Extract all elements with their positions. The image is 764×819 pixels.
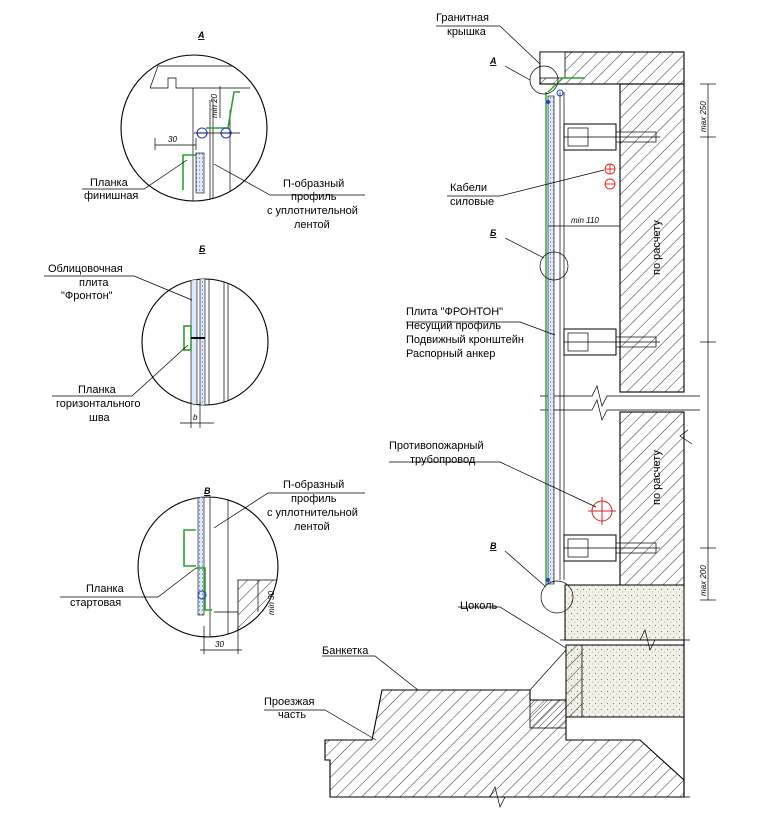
- label-cables-2: силовые: [450, 196, 494, 208]
- label-granite-1: Гранитная: [436, 12, 489, 24]
- dim-max200: max 200: [699, 565, 708, 596]
- label-calc-1: по расчету: [651, 220, 663, 275]
- label-slab-3: "Фронтон": [61, 290, 113, 302]
- fire-pipeline: [588, 497, 616, 525]
- label-carrier: Несущий профиль: [406, 320, 501, 332]
- detail-v: В 30 min 30 П-образный профиль с уплотни…: [60, 479, 365, 654]
- detail-b: Б b Облицовочная плита "Фронтон" Планка …: [44, 244, 269, 428]
- detail-v-dim-30: 30: [215, 640, 224, 649]
- label-a-profile-3: с уплотнительной: [267, 205, 358, 217]
- label-cables-1: Кабели: [450, 182, 487, 194]
- detail-b-dim-b: b: [193, 413, 198, 422]
- label-plinth: Цоколь: [460, 600, 497, 612]
- label-slab-2: плита: [79, 277, 109, 289]
- main-callout-b: Б: [490, 228, 497, 238]
- label-calc-2: по расчету: [651, 450, 663, 505]
- bracket-bottom: [563, 534, 660, 562]
- label-v-profile-1: П-образный: [283, 479, 344, 491]
- dim-max250: max 250: [699, 101, 708, 132]
- label-start-1: Планка: [86, 583, 125, 595]
- detail-a-dim-min20: min 20: [210, 93, 219, 118]
- dim-min110: min 110: [571, 216, 599, 225]
- label-a-profile-2: профиль: [291, 191, 337, 203]
- label-hstrip-1: Планка: [78, 384, 117, 396]
- label-fire-1: Противопожарный: [389, 440, 484, 452]
- main-section: А Б В min 110 max 250 max 200 по расчету…: [264, 12, 716, 809]
- main-callout-v: В: [490, 541, 497, 551]
- label-granite-2: крышка: [447, 26, 487, 38]
- label-strip-finish-2: финишная: [84, 190, 138, 202]
- label-a-profile-1: П-образный: [283, 178, 344, 190]
- label-v-profile-2: профиль: [291, 493, 337, 505]
- power-cables: [604, 163, 616, 190]
- label-a-profile-4: лентой: [294, 219, 330, 231]
- detail-a-callout: А: [197, 30, 205, 40]
- label-anchor: Распорный анкер: [406, 348, 495, 360]
- main-callout-a: А: [489, 56, 497, 66]
- detail-a-dim-30: 30: [168, 135, 177, 144]
- label-fire-2: трубопровод: [410, 454, 476, 466]
- label-strip-finish-1: Планка: [90, 177, 129, 189]
- label-start-2: стартовая: [70, 597, 121, 609]
- label-v-profile-3: с уплотнительной: [267, 507, 358, 519]
- label-road-2: часть: [278, 709, 306, 721]
- bracket-mid: [563, 328, 660, 356]
- label-frontone: Плита "ФРОНТОН": [406, 306, 503, 318]
- detail-v-callout: В: [204, 486, 211, 496]
- label-v-profile-4: лентой: [294, 521, 330, 533]
- bracket-top: [563, 123, 660, 151]
- detail-v-dim-min30: min 30: [267, 590, 276, 615]
- label-slab-1: Облицовочная: [48, 263, 123, 275]
- label-road-1: Проезжая: [264, 696, 315, 708]
- label-hstrip-2: горизонтального: [56, 398, 141, 410]
- detail-a: А: [82, 30, 365, 231]
- label-bracket: Подвижный кронштейн: [406, 334, 524, 346]
- detail-b-callout: Б: [199, 244, 206, 254]
- label-banketka: Банкетка: [322, 645, 369, 657]
- label-hstrip-3: шва: [89, 412, 111, 424]
